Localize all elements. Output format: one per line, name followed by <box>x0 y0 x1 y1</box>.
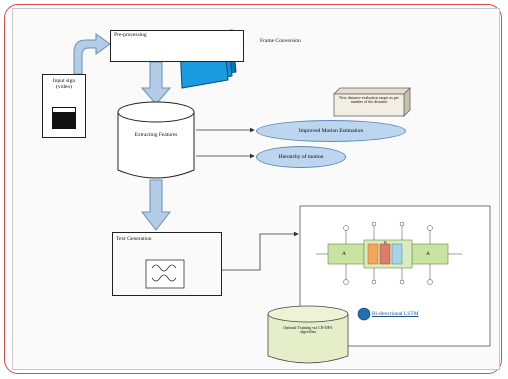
improved-motion-ellipse: Improved Motion Estimation <box>256 120 406 142</box>
input-to-preprocess-arrow <box>73 33 111 75</box>
lstm-label: Bi-directional LSTM <box>372 311 419 317</box>
preprocessing-box <box>110 30 244 62</box>
preprocessing-label: Pre-processing <box>114 32 147 38</box>
frame-conversion-label: Frame Conversion <box>260 38 301 44</box>
text-generation-box <box>112 232 222 296</box>
lstm-cell-a-right: A <box>426 251 430 257</box>
lstm-cell-b: B <box>384 240 387 245</box>
optimal-training-cylinder <box>267 305 349 364</box>
clapperboard-icon <box>52 107 76 129</box>
extract-to-textgen-arrow <box>140 179 172 231</box>
lstm-logo-icon <box>357 307 371 321</box>
preprocess-to-extract-arrow <box>140 61 172 105</box>
lstm-panel <box>299 205 491 347</box>
note-box <box>333 87 411 117</box>
extracting-features-cylinder <box>117 101 195 179</box>
note-label: New distance evaluation target as per nu… <box>339 95 399 105</box>
input-sign-label: Input sign (video) <box>52 78 76 91</box>
optimal-training-label: Optimal Training via CN-DFA algorithm <box>283 325 333 335</box>
text-generation-label: Text Generation <box>116 236 152 242</box>
improved-motion-label: Improved Motion Estimation <box>298 128 364 134</box>
hierarchy-motion-ellipse: Hierarchy of motion <box>256 146 346 168</box>
hierarchy-motion-label: Hierarchy of motion <box>278 154 324 160</box>
waveform-icon <box>145 259 185 289</box>
lstm-cell-a-left: A <box>342 251 346 257</box>
extracting-features-label: Extracting Features <box>134 132 178 138</box>
